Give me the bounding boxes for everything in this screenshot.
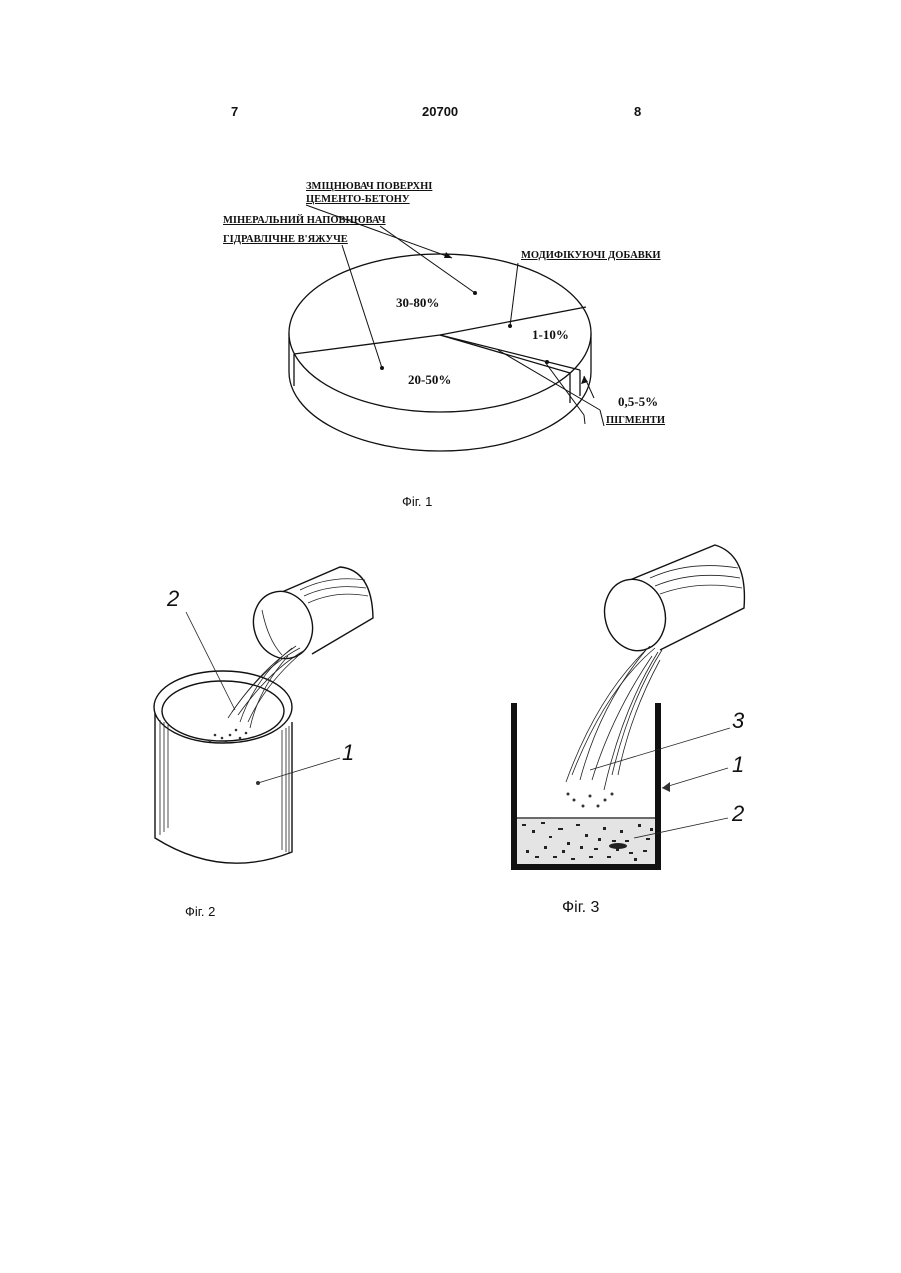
- fig3-label-3: 3: [732, 708, 744, 734]
- fig3-label-1: 1: [732, 752, 744, 778]
- fig3-caption: Фіг. 3: [562, 899, 599, 917]
- fig3-label-2: 2: [732, 801, 744, 827]
